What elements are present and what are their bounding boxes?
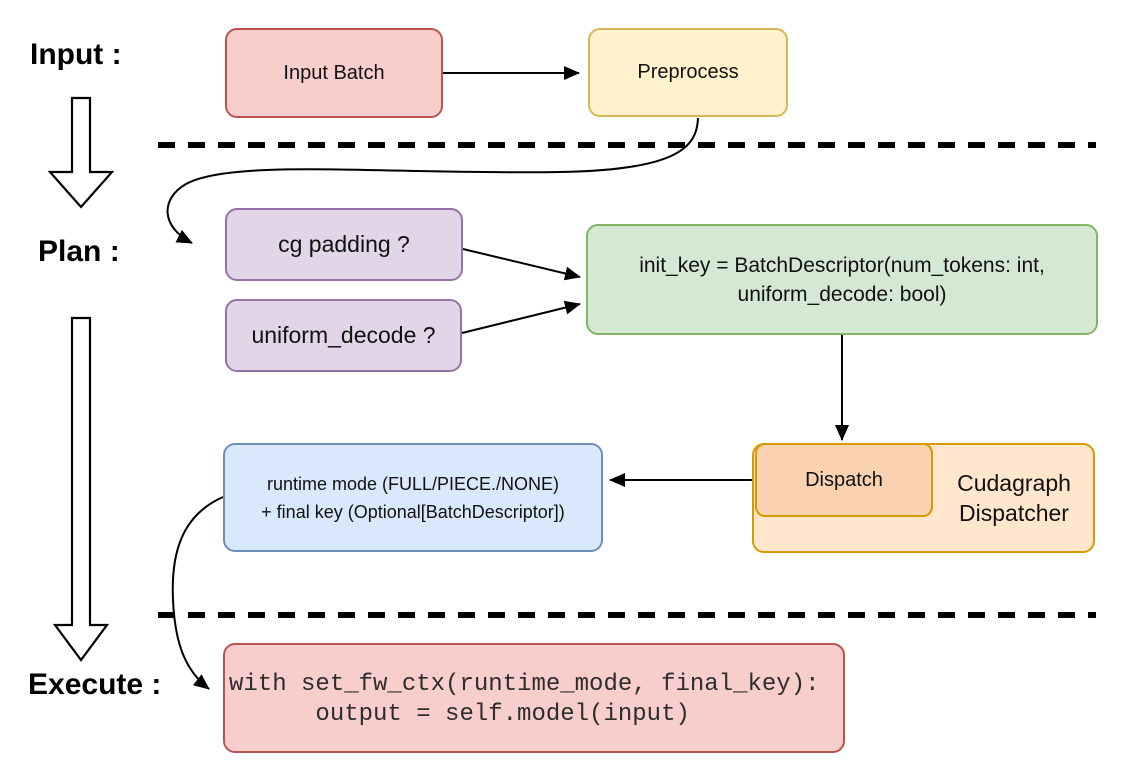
node-uniform-decode-label: uniform_decode ?	[251, 322, 436, 349]
node-input-batch: Input Batch	[225, 28, 443, 118]
node-execute-code-line2: output = self.model(input)	[229, 701, 690, 728]
edge-cg-padding-to-init-key	[462, 248, 581, 281]
node-execute-code-line1: with set_fw_ctx(runtime_mode, final_key)…	[229, 671, 820, 698]
node-cg-padding-label: cg padding ?	[278, 231, 410, 258]
edge-preprocess-to-cg-padding	[166, 117, 699, 244]
node-preprocess-label: Preprocess	[637, 61, 739, 83]
down-arrow-icon	[47, 96, 115, 209]
edge-uniform-decode-to-init-key	[461, 300, 581, 334]
node-cg-padding: cg padding ?	[225, 208, 463, 281]
node-uniform-decode: uniform_decode ?	[225, 299, 462, 372]
edge-runtime-mode-to-execute-code	[171, 496, 224, 690]
node-preprocess: Preprocess	[588, 28, 788, 117]
node-execute-code: with set_fw_ctx(runtime_mode, final_key)…	[223, 643, 845, 753]
down-arrow-icon	[52, 316, 110, 662]
phase-label-input: Input :	[30, 38, 122, 71]
node-dispatch-label: Dispatch	[805, 468, 883, 491]
node-dispatch: Dispatch	[755, 443, 933, 517]
node-cudagraph-dispatcher-label: Cudagraph Dispatcher	[957, 470, 1071, 526]
node-init-key-line1: init_key = BatchDescriptor(num_tokens: i…	[639, 253, 1045, 277]
node-runtime-mode-line2: + final key (Optional[BatchDescriptor])	[261, 501, 565, 522]
node-init-key-line2: uniform_decode: bool)	[737, 282, 947, 306]
node-init-key: init_key = BatchDescriptor(num_tokens: i…	[586, 224, 1098, 335]
phase-label-plan: Plan :	[38, 235, 120, 268]
phase-label-execute: Execute :	[28, 668, 162, 701]
node-runtime-mode: runtime mode (FULL/PIECE./NONE) + final …	[223, 443, 603, 552]
node-runtime-mode-line1: runtime mode (FULL/PIECE./NONE)	[266, 473, 560, 494]
node-input-batch-label: Input Batch	[283, 61, 385, 84]
